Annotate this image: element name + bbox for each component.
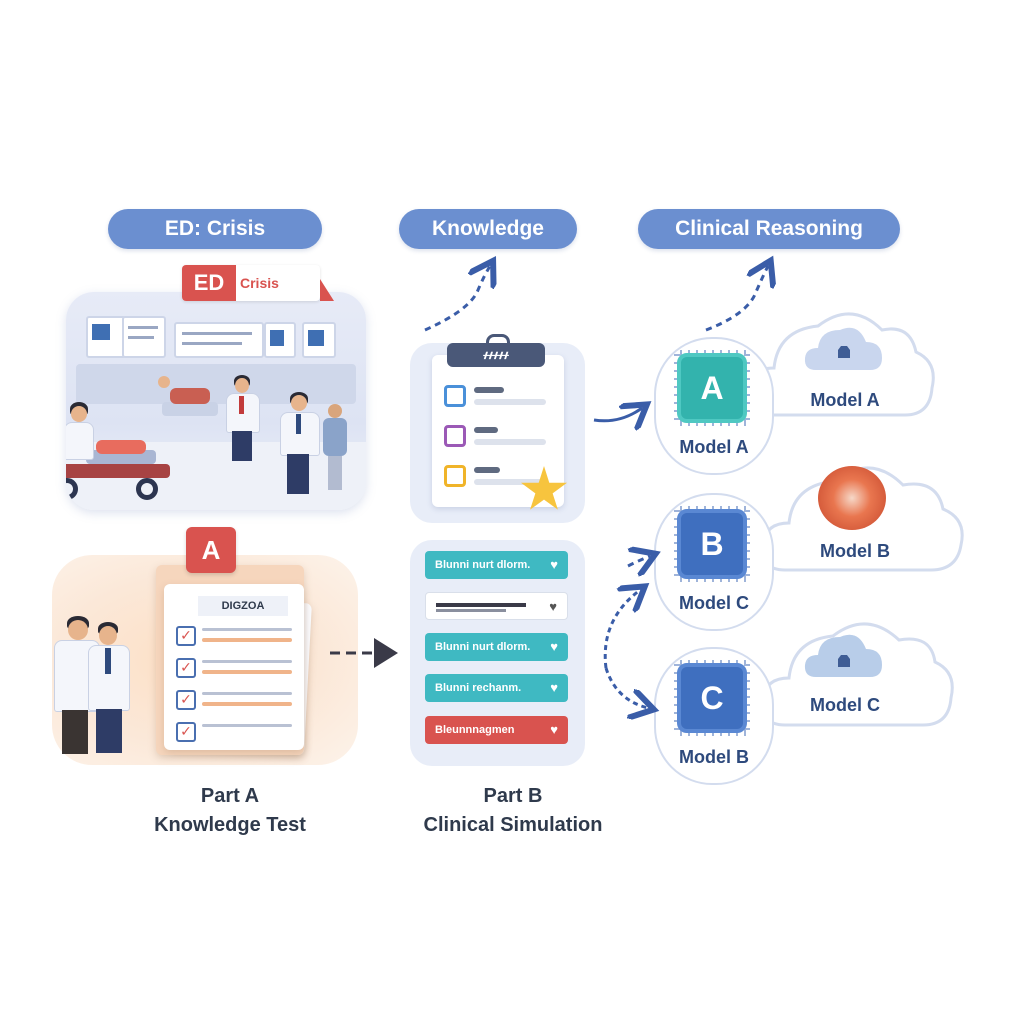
part-a-caption: Part A Knowledge Test [154,785,306,836]
part-a-badge: A [186,527,236,573]
sim-row-2: ♥ [425,592,568,620]
test-paper-title: DIGZOA [198,596,288,616]
ed-tag-text: Crisis [240,275,279,291]
ed-crisis-tag: ED Crisis [182,265,334,301]
model-chip-b: B [677,509,747,579]
chip-label-c: Model B [679,747,749,767]
sim-row-1: Blunni nurt dlorm.♥ [425,551,568,579]
heart-icon: ♥ [550,557,558,572]
chip-label-b: Model C [679,593,749,613]
model-chip-a: A [677,353,747,423]
small-cloud-icon [804,634,882,677]
ed-scene-illustration [66,292,366,510]
header-clinical-reasoning: Clinical Reasoning [638,209,900,249]
header-knowledge: Knowledge [399,209,577,249]
sim-row-5: Bleunnnagmen♥ [425,716,568,744]
cloud-label-a: Model A [810,390,880,410]
test-paper: DIGZOA ✓ ✓ ✓ ✓ [164,584,304,750]
sim-row-4: Blunni rechanm.♥ [425,674,568,702]
heart-icon: ♥ [549,599,557,614]
cloud-label-c: Model C [810,695,880,715]
heart-icon: ♥ [550,639,558,654]
sim-row-3: Blunni nurt dlorm.♥ [425,633,568,661]
header-ed-crisis: ED: Crisis [108,209,322,249]
heart-icon: ♥ [550,680,558,695]
ed-tag-badge: ED [182,265,236,301]
heart-icon: ♥ [550,722,558,737]
clipboard-title: ᚋᚋᚋᚋᚋ [447,343,545,367]
small-cloud-icon [804,327,882,370]
chip-label-a: Model A [679,437,749,457]
orange-cloud-icon [818,466,886,530]
part-b-caption: Part B Clinical Simulation [423,785,603,836]
model-chip-c: C [677,663,747,733]
cloud-label-b: Model B [820,541,890,561]
